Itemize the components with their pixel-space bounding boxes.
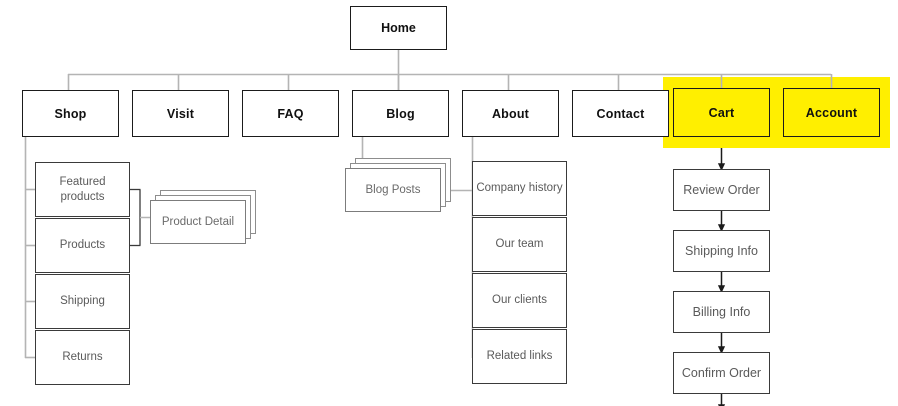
- node-shipping[interactable]: Shipping: [35, 274, 130, 329]
- node-shipping-label: Shipping: [60, 295, 105, 308]
- node-product-detail[interactable]: Product Detail: [150, 200, 246, 244]
- node-returns-label: Returns: [62, 351, 103, 364]
- node-contact-label: Contact: [596, 106, 645, 121]
- node-faq[interactable]: FAQ: [242, 90, 339, 137]
- node-shop-label: Shop: [54, 106, 87, 121]
- node-confirm-order[interactable]: Confirm Order: [673, 352, 770, 394]
- node-returns[interactable]: Returns: [35, 330, 130, 385]
- node-faq-label: FAQ: [277, 106, 304, 121]
- node-company-history[interactable]: Company history: [472, 161, 567, 216]
- node-billing-info[interactable]: Billing Info: [673, 291, 770, 333]
- node-featured-products[interactable]: Featured products: [35, 162, 130, 217]
- node-shop[interactable]: Shop: [22, 90, 119, 137]
- node-visit[interactable]: Visit: [132, 90, 229, 137]
- node-shipping-info[interactable]: Shipping Info: [673, 230, 770, 272]
- node-our-team-label: Our team: [495, 238, 544, 251]
- node-company-history-label: Company history: [476, 182, 563, 195]
- node-blog-posts-label: Blog Posts: [365, 184, 421, 196]
- node-cart[interactable]: Cart: [673, 88, 770, 137]
- node-home[interactable]: Home: [350, 6, 447, 50]
- node-blog[interactable]: Blog: [352, 90, 449, 137]
- node-products-label: Products: [59, 239, 106, 252]
- node-review-order-label: Review Order: [683, 183, 760, 197]
- node-shipping-info-label: Shipping Info: [685, 244, 758, 258]
- node-visit-label: Visit: [166, 106, 195, 121]
- node-blog-posts[interactable]: Blog Posts: [345, 168, 441, 212]
- node-confirm-order-label: Confirm Order: [681, 366, 762, 380]
- node-our-team[interactable]: Our team: [472, 217, 567, 272]
- node-account[interactable]: Account: [783, 88, 880, 137]
- node-about-label: About: [491, 106, 530, 121]
- node-contact[interactable]: Contact: [572, 90, 669, 137]
- node-related-links-label: Related links: [486, 350, 553, 363]
- node-products[interactable]: Products: [35, 218, 130, 273]
- node-featured-products-label: Featured products: [59, 176, 106, 203]
- node-billing-info-label: Billing Info: [692, 305, 751, 319]
- node-account-label: Account: [805, 105, 858, 120]
- node-our-clients-label: Our clients: [492, 294, 547, 307]
- node-product-detail-stack[interactable]: Product Detail: [150, 190, 260, 248]
- node-home-label: Home: [381, 21, 416, 35]
- node-review-order[interactable]: Review Order: [673, 169, 770, 211]
- node-related-links[interactable]: Related links: [472, 329, 567, 384]
- node-cart-label: Cart: [708, 105, 735, 120]
- node-blog-label: Blog: [386, 106, 415, 121]
- node-about[interactable]: About: [462, 90, 559, 137]
- node-product-detail-label: Product Detail: [161, 216, 235, 228]
- node-our-clients[interactable]: Our clients: [472, 273, 567, 328]
- node-blog-posts-stack[interactable]: Blog Posts: [345, 158, 463, 216]
